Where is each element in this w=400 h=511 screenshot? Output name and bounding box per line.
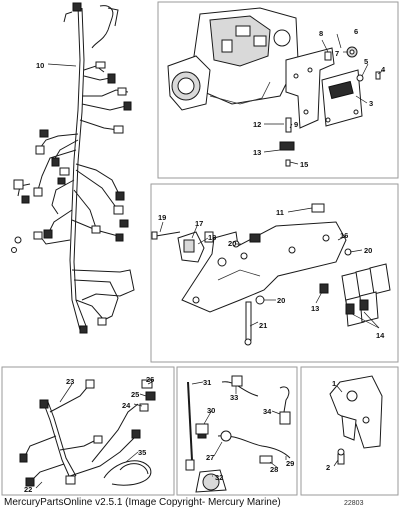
callout-6: 6	[354, 27, 358, 36]
callout-13-bottom: 13	[311, 304, 319, 313]
callout-16: 16	[340, 231, 348, 240]
engine-ecm-panel-border	[157, 1, 399, 179]
callout-35: 35	[138, 448, 146, 457]
plate-screw	[337, 448, 345, 465]
callout-7: 7	[335, 49, 339, 58]
callout-17: 17	[195, 219, 203, 228]
callout-9: 9	[294, 120, 298, 129]
callout-19: 19	[158, 213, 166, 222]
callout-33: 33	[230, 393, 238, 402]
callout-24: 24	[122, 401, 131, 410]
mounting-plate	[329, 375, 383, 449]
relay-holder	[177, 231, 205, 263]
callout-10: 10	[36, 61, 44, 70]
callout-13-top: 13	[253, 148, 261, 157]
callout-1: 1	[332, 379, 336, 388]
callout-25: 25	[131, 390, 139, 399]
callout-2: 2	[326, 463, 330, 472]
stud	[244, 301, 252, 346]
main-wiring-harness	[17, 5, 135, 331]
callout-15: 15	[300, 160, 308, 169]
callout-22: 22	[24, 485, 32, 494]
callout-12: 12	[253, 120, 261, 129]
relay-bank	[341, 263, 391, 327]
callout-31: 31	[203, 378, 211, 387]
callout-20-right: 20	[364, 246, 372, 255]
ecm-hardware	[279, 46, 381, 167]
callout-20-middle: 20	[277, 296, 285, 305]
callout-34: 34	[263, 407, 272, 416]
ecm-mounting-bracket	[285, 47, 335, 129]
callout-21: 21	[259, 321, 267, 330]
callout-20-left: 20	[228, 239, 236, 248]
small-connectors	[139, 379, 156, 412]
callout-32: 32	[215, 473, 223, 482]
mounting-bracket-plate	[181, 221, 347, 313]
harness-kit-panel-border	[1, 366, 175, 496]
callout-18: 18	[208, 233, 216, 242]
callout-4: 4	[381, 65, 386, 74]
leader-lines	[35, 33, 385, 489]
sensor-panel-border	[176, 366, 298, 496]
callout-30: 30	[207, 406, 215, 415]
harness-kit	[19, 379, 152, 487]
callout-23: 23	[66, 377, 74, 386]
callout-14: 14	[376, 331, 385, 340]
callout-3: 3	[369, 99, 373, 108]
callout-8: 8	[319, 29, 323, 38]
callout-26: 26	[146, 375, 154, 384]
bracket-panel-border	[150, 183, 399, 363]
callout-28: 28	[270, 465, 278, 474]
ecm-module	[321, 69, 363, 127]
engine-assembly	[167, 7, 299, 111]
sensor-parts	[185, 375, 291, 493]
sheet-number: 22803	[344, 500, 364, 507]
bracket-connectors	[204, 203, 352, 305]
callout-29: 29	[286, 459, 294, 468]
callout-labels: 10 8 7 6 5 4 3 12 9 13 15 11 19 17 18 20…	[24, 27, 386, 494]
callout-5: 5	[364, 57, 368, 66]
callout-11: 11	[276, 208, 284, 217]
bracket-bolt	[151, 231, 181, 240]
callout-27: 27	[206, 453, 214, 462]
copyright-caption: MercuryPartsOnline v2.5.1 (Image Copyrig…	[4, 497, 281, 508]
plate-panel-border	[300, 366, 399, 496]
harness-connectors	[11, 2, 132, 334]
